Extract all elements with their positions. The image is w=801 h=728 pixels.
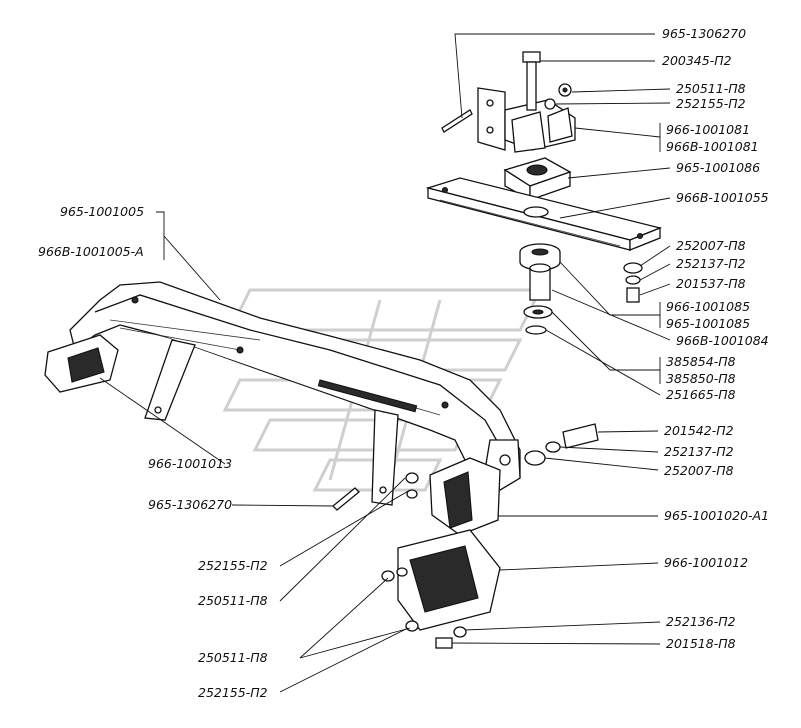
part-labels: 965-1306270 200345-П2 250511-П8 252155-П… [38,26,769,700]
label-l7: 250511-П8 [198,650,268,665]
label-l3: 966-1001013 [148,456,232,471]
label-r8: 966В-1001055 [676,190,769,205]
right-hanger-leg [371,409,399,506]
label-r11: 201537-П8 [676,276,746,291]
label-l4: 965-1306270 [148,497,232,512]
left-hanger-leg [144,339,196,421]
lower-bracket-pad [397,529,501,631]
label-l2: 966В-1001005-А [38,244,144,259]
label-l8: 252155-П2 [198,685,268,700]
label-r19: 252137-П2 [664,444,734,459]
label-r9: 252007-П8 [676,238,746,253]
label-r23: 252136-П2 [666,614,736,629]
main-crossmember [69,281,521,491]
label-r17: 251665-П8 [666,387,736,402]
label-r22: 966-1001012 [664,555,748,570]
label-r2: 200345-П2 [662,53,732,68]
label-r20: 252007-П8 [664,463,734,478]
label-r13: 965-1001085 [666,316,750,331]
label-r24: 201518-П8 [666,636,736,651]
label-r7: 965-1001086 [676,160,760,175]
cross-plate [425,177,663,251]
right-rubber-pad [429,457,501,536]
side-bolt-cluster [623,262,643,303]
label-r16: 385850-П8 [666,371,736,386]
label-r5: 966-1001081 [666,122,750,137]
left-rubber-pad [44,334,119,393]
label-r15: 385854-П8 [666,354,736,369]
label-r3: 250511-П8 [676,81,746,96]
top-nut-washer [544,83,572,110]
top-pin [441,109,473,133]
label-l1: 965-1001005 [60,204,144,219]
label-r14: 966В-1001084 [676,333,769,348]
label-r10: 252137-П2 [676,256,746,271]
leader-lines [99,33,671,693]
label-r1: 965-1306270 [662,26,746,41]
label-r4: 252155-П2 [676,96,746,111]
label-r12: 966-1001085 [666,299,750,314]
label-r21: 965-1001020-А1 [664,508,769,523]
label-l5: 252155-П2 [198,558,268,573]
label-r6: 966В-1001081 [666,139,759,154]
label-l6: 250511-П8 [198,593,268,608]
label-r18: 201542-П2 [664,423,734,438]
vertical-bolt [522,51,541,111]
small-fasteners [332,423,599,649]
